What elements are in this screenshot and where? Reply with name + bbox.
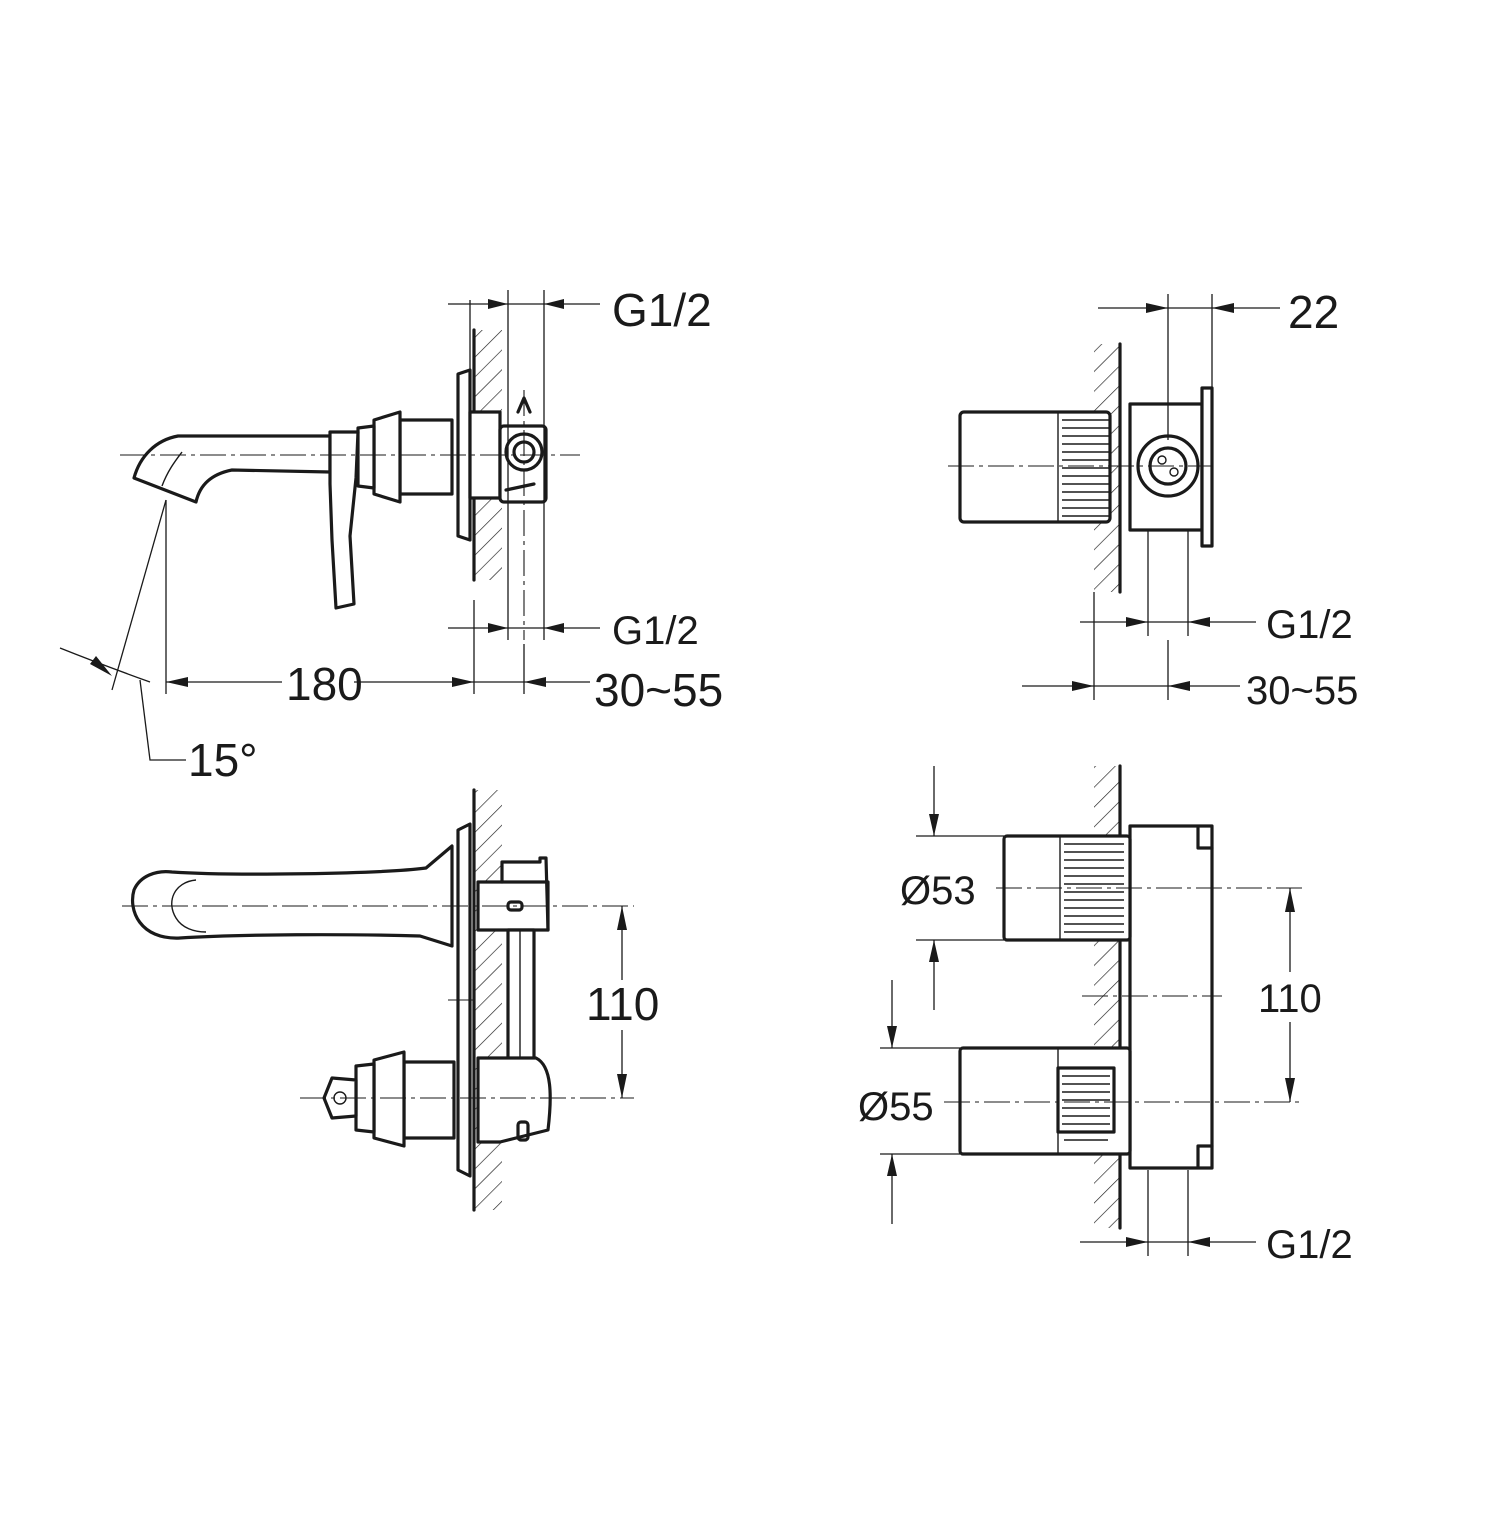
upper-thread: [1064, 843, 1124, 933]
dim-top-offset: 22: [1288, 286, 1339, 338]
dim-lower-diameter: Ø55: [858, 1085, 934, 1129]
dim-centre-distance: 110: [586, 978, 659, 1030]
dim-top-connection: G1/2: [612, 284, 712, 336]
riser-tube: [506, 928, 536, 1072]
upper-bracket: [500, 856, 550, 932]
valve-box: [1128, 402, 1204, 532]
spout: [132, 434, 332, 504]
side-view-right: 22 G1/2 30~55: [948, 286, 1358, 713]
mounting-plate: [1200, 386, 1214, 548]
dim-wall-depth: 30~55: [594, 664, 723, 716]
cartridge-collar: [372, 1050, 406, 1148]
dim-bottom-connection: G1/2: [1266, 603, 1353, 647]
cartridge-nut: [356, 424, 376, 490]
mounting-tab-lower: [504, 482, 536, 492]
front-view-right: Ø53 Ø55 110 G1/2: [858, 764, 1353, 1267]
cartridge-collar: [372, 410, 402, 504]
valve-body: [1128, 824, 1214, 1170]
front-view-left: 110: [122, 788, 659, 1212]
lower-thread: [1062, 1075, 1110, 1125]
lever-handle: [328, 430, 360, 610]
lower-body: [476, 1056, 552, 1144]
spout-outlet: [171, 879, 207, 933]
dim-wall-depth: 30~55: [1246, 669, 1358, 713]
dim-spout-angle: 15°: [188, 734, 258, 786]
cartridge-housing: [402, 1060, 456, 1140]
dim-bottom-connection: G1/2: [612, 609, 699, 653]
side-view-left: G1/2 G1/2 180 30~55 15°: [59, 284, 723, 786]
spout: [131, 844, 454, 948]
dim-bottom-connection: G1/2: [1266, 1223, 1353, 1267]
sleeve: [958, 410, 1112, 524]
spout-outlet: [161, 451, 183, 487]
cartridge-housing: [398, 418, 454, 496]
dim-upper-diameter: Ø53: [900, 869, 976, 913]
wall-hatch: [474, 790, 502, 1210]
sleeve-thread: [1062, 419, 1110, 517]
lower-slot: [516, 1120, 530, 1142]
dim-spout-projection: 180: [286, 658, 363, 710]
dim-centre-distance: 110: [1258, 977, 1322, 1021]
